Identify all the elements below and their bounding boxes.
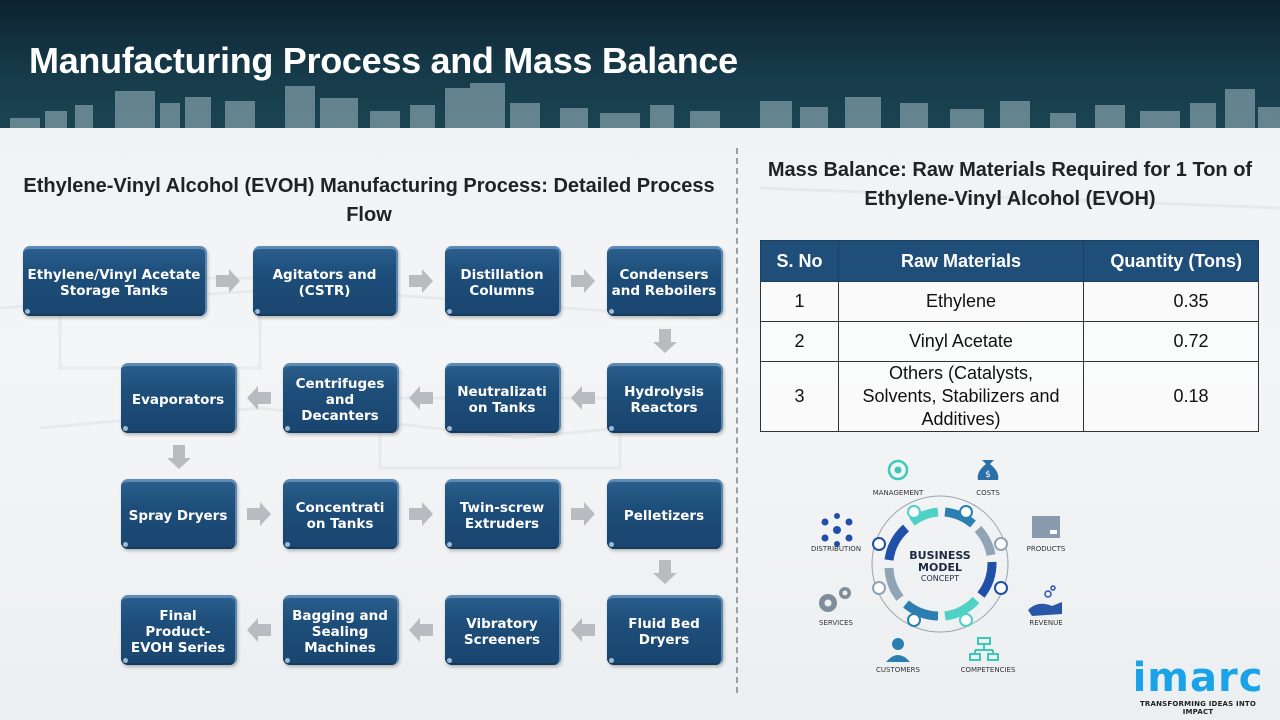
- center-line-3: CONCEPT: [920, 574, 960, 583]
- city-skyline-graphic: [10, 83, 1280, 128]
- cell-sno: 1: [760, 281, 839, 322]
- cell-quantity: 0.18: [1083, 361, 1259, 432]
- step-storage-tanks: Ethylene/Vinyl Acetate Storage Tanks: [23, 246, 207, 316]
- business-model-graphic: $ MANAGEMENT COSTS DISTRIBUTION PRODUCTS…: [800, 450, 1080, 680]
- arrow-left-icon: [571, 618, 595, 642]
- arrow-right-icon: [571, 502, 595, 526]
- step-hydrolysis-reactors: Hydrolysis Reactors: [607, 363, 723, 433]
- cell-material: Ethylene: [838, 281, 1084, 322]
- step-bagging-sealing: Bagging and Sealing Machines: [283, 595, 399, 665]
- imarc-logo: imarc TRANSFORMING IDEAS INTO IMPACT: [1124, 652, 1272, 718]
- label-costs: COSTS: [976, 489, 1000, 497]
- arrow-left-icon: [409, 618, 433, 642]
- column-header-sno: S. No: [760, 240, 839, 282]
- costs-icon: $: [977, 460, 999, 480]
- process-flow-title: Ethylene-Vinyl Alcohol (EVOH) Manufactur…: [23, 175, 715, 226]
- label-revenue: REVENUE: [1029, 619, 1063, 627]
- mass-balance-title: Mass Balance: Raw Materials Required for…: [767, 159, 1253, 210]
- cell-material: Others (Catalysts, Solvents, Stabilizers…: [838, 361, 1084, 432]
- logo-tagline: TRANSFORMING IDEAS INTO IMPACT: [1139, 700, 1257, 716]
- step-condensers-reboilers: Condensers and Reboilers: [607, 246, 723, 316]
- customers-icon: [886, 638, 910, 662]
- section-divider: [736, 148, 738, 693]
- management-icon: [887, 459, 909, 481]
- arrow-down-icon: [653, 329, 677, 353]
- arrow-right-icon: [216, 269, 240, 293]
- services-icon: [819, 587, 851, 612]
- revenue-icon: [1028, 585, 1062, 616]
- arrow-down-icon: [167, 445, 191, 469]
- label-products: PRODUCTS: [1026, 545, 1066, 553]
- business-model-ring: $: [819, 459, 1062, 662]
- center-line-2: MODEL: [918, 561, 962, 574]
- arrow-right-icon: [409, 502, 433, 526]
- page-title: Manufacturing Process and Mass Balance: [29, 40, 738, 81]
- cell-quantity: 0.72: [1083, 321, 1259, 362]
- label-management: MANAGEMENT: [872, 489, 924, 497]
- business-model-center: BUSINESS MODEL CONCEPT: [900, 550, 980, 584]
- cell-sno: 3: [760, 361, 839, 432]
- label-customers: CUSTOMERS: [875, 666, 920, 674]
- label-services: SERVICES: [819, 619, 853, 627]
- mass-balance-table: S. No Raw Materials Quantity (Tons) 1 Et…: [760, 240, 1259, 432]
- arrow-left-icon: [409, 386, 433, 410]
- step-twin-screw-extruders: Twin-screw Extruders: [445, 479, 561, 549]
- arrow-right-icon: [409, 269, 433, 293]
- arrow-left-icon: [247, 386, 271, 410]
- arrow-left-icon: [571, 386, 595, 410]
- table-header-row: S. No Raw Materials Quantity (Tons): [760, 240, 1259, 282]
- center-line-1: BUSINESS: [909, 549, 971, 562]
- step-vibratory-screeners: Vibratory Screeners: [445, 595, 561, 665]
- step-centrifuges-decanters: Centrifuges and Decanters: [283, 363, 399, 433]
- cell-quantity: 0.35: [1083, 281, 1259, 322]
- cell-sno: 2: [760, 321, 839, 362]
- products-icon: [1032, 516, 1060, 538]
- column-header-quantity: Quantity (Tons): [1083, 240, 1259, 282]
- logo-wordmark: imarc: [1132, 655, 1264, 701]
- step-fluid-bed-dryers: Fluid Bed Dryers: [607, 595, 723, 665]
- svg-text:$: $: [985, 470, 991, 480]
- step-neutralization-tanks: Neutralizati on Tanks: [445, 363, 561, 433]
- table-row: 1 Ethylene 0.35: [760, 281, 1259, 322]
- column-header-raw-materials: Raw Materials: [838, 240, 1084, 282]
- arrow-right-icon: [571, 269, 595, 293]
- cell-material: Vinyl Acetate: [838, 321, 1084, 362]
- header-banner: Manufacturing Process and Mass Balance: [0, 0, 1280, 128]
- label-competencies: COMPETENCIES: [960, 666, 1016, 674]
- step-spray-dryers: Spray Dryers: [121, 479, 237, 549]
- distribution-icon: [821, 513, 853, 547]
- step-evaporators: Evaporators: [121, 363, 237, 433]
- table-row: 3 Others (Catalysts, Solvents, Stabilize…: [760, 361, 1259, 432]
- arrow-down-icon: [653, 560, 677, 584]
- step-concentration-tanks: Concentrati on Tanks: [283, 479, 399, 549]
- step-pelletizers: Pelletizers: [607, 479, 723, 549]
- step-distillation-columns: Distillation Columns: [445, 246, 561, 316]
- step-final-product: Final Product- EVOH Series: [121, 595, 237, 665]
- label-distribution: DISTRIBUTION: [810, 545, 862, 553]
- step-agitators-cstr: Agitators and (CSTR): [253, 246, 398, 316]
- arrow-left-icon: [247, 618, 271, 642]
- arrow-right-icon: [247, 502, 271, 526]
- table-row: 2 Vinyl Acetate 0.72: [760, 321, 1259, 362]
- competencies-icon: [969, 637, 999, 661]
